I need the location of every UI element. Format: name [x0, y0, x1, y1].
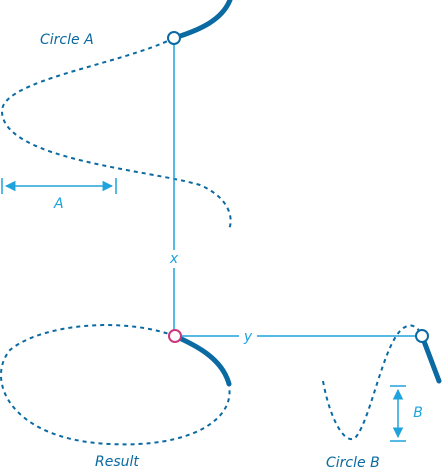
result-curve-solid	[172, 333, 232, 387]
circle-b-label: Circle B	[326, 455, 380, 471]
circle-a-pen-marker	[167, 31, 181, 45]
y-label-bg	[239, 327, 257, 345]
circle-b-pen-marker	[415, 329, 429, 343]
circle-b-wave-solid	[419, 333, 442, 384]
circle-b-wave-dashed	[322, 324, 423, 441]
x-label: x	[169, 251, 179, 267]
x-label-bg	[166, 250, 182, 268]
result-label: Result	[95, 454, 139, 470]
circle-a-wave-solid	[171, 0, 233, 41]
y-label: y	[243, 329, 253, 345]
amplitude-b-label: B	[413, 405, 423, 421]
amplitude-a-label: A	[53, 196, 64, 212]
result-pen-marker	[168, 329, 182, 343]
result-curve-dashed	[0, 324, 231, 446]
circle-a-label: Circle A	[40, 32, 94, 48]
circle-a-wave-dashed	[0, 37, 232, 229]
